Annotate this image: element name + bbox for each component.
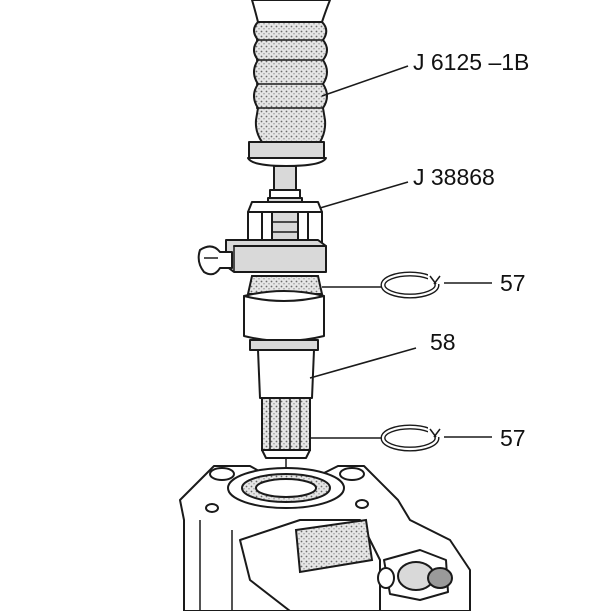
bearing-collar <box>243 275 325 351</box>
leader-lines <box>309 65 492 439</box>
leader-tool-adapter <box>319 181 409 209</box>
leader-shaft <box>309 347 417 379</box>
gear-housing <box>179 465 471 611</box>
retaining-ring-upper-drawing <box>380 271 442 299</box>
shaft-label: 58 <box>430 329 456 355</box>
slide-hammer-handle <box>247 0 331 167</box>
puller-adapter <box>197 201 327 276</box>
tool-adapter-label: J 38868 <box>413 164 495 190</box>
retaining-ring-upper-label: 57 <box>500 270 526 296</box>
retaining-ring-lower-drawing <box>380 424 442 452</box>
shaft-part <box>257 349 315 488</box>
leader-tool-handle <box>321 65 409 97</box>
tool-handle-label: J 6125 –1B <box>413 49 530 75</box>
retaining-ring-lower-label: 57 <box>500 425 526 451</box>
